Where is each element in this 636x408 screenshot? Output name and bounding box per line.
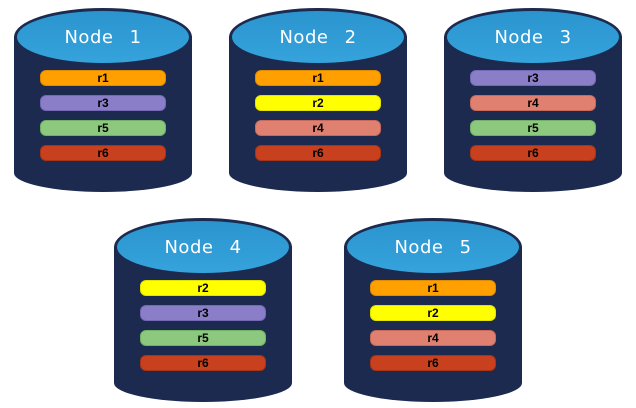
replica-bar: r5: [40, 120, 166, 136]
replica-stack: r1 r3 r5 r6: [40, 70, 166, 161]
cylinder-top: Node 5: [344, 218, 522, 276]
replica-bar: r3: [470, 70, 596, 86]
replica-label: r2: [197, 281, 209, 295]
replica-bar: r1: [40, 70, 166, 86]
replica-label: r5: [97, 121, 109, 135]
replica-label: r5: [197, 331, 209, 345]
replica-bar: r1: [370, 280, 496, 296]
replica-bar: r5: [140, 330, 266, 346]
replica-bar: r1: [255, 70, 381, 86]
replica-bar: r6: [255, 145, 381, 161]
node-label: Node 4: [164, 236, 242, 258]
node-row-top: Node 1 r1 r3 r5 r6 Node 2 r1 r2 r4 r6 Node 3 r…: [0, 0, 636, 192]
replica-label: r1: [312, 71, 324, 85]
cylinder-top: Node 3: [444, 8, 622, 66]
node-label: Node 5: [394, 236, 472, 258]
replica-stack: r1 r2 r4 r6: [255, 70, 381, 161]
replica-stack: r1 r2 r4 r6: [370, 280, 496, 371]
replica-bar: r6: [370, 355, 496, 371]
replica-bar: r4: [370, 330, 496, 346]
replica-bar: r3: [40, 95, 166, 111]
cylinder-top: Node 4: [114, 218, 292, 276]
replica-label: r3: [527, 71, 539, 85]
replica-bar: r6: [470, 145, 596, 161]
replica-bar: r2: [255, 95, 381, 111]
replica-label: r3: [197, 306, 209, 320]
replica-stack: r3 r4 r5 r6: [470, 70, 596, 161]
replica-bar: r4: [255, 120, 381, 136]
replica-bar: r3: [140, 305, 266, 321]
replica-bar: r4: [470, 95, 596, 111]
cylinder-top: Node 1: [14, 8, 192, 66]
node-cylinder: Node 2 r1 r2 r4 r6: [229, 8, 407, 192]
replica-label: r6: [312, 146, 324, 160]
replica-label: r6: [197, 356, 209, 370]
replica-bar: r6: [140, 355, 266, 371]
node-row-bottom: Node 4 r2 r3 r5 r6 Node 5 r1 r2 r4 r6: [0, 218, 636, 402]
replica-bar: r6: [40, 145, 166, 161]
replica-label: r4: [427, 331, 439, 345]
replica-label: r6: [427, 356, 439, 370]
node-label: Node 3: [494, 26, 572, 48]
replica-label: r1: [97, 71, 109, 85]
replica-label: r1: [427, 281, 439, 295]
replica-label: r6: [97, 146, 109, 160]
node-cylinder: Node 5 r1 r2 r4 r6: [344, 218, 522, 402]
replica-stack: r2 r3 r5 r6: [140, 280, 266, 371]
replica-label: r4: [312, 121, 324, 135]
node-label: Node 1: [64, 26, 142, 48]
replica-label: r4: [527, 96, 539, 110]
node-cylinder: Node 4 r2 r3 r5 r6: [114, 218, 292, 402]
replica-label: r2: [427, 306, 439, 320]
node-label: Node 2: [279, 26, 357, 48]
replica-label: r5: [527, 121, 539, 135]
replica-bar: r2: [370, 305, 496, 321]
node-cylinder: Node 3 r3 r4 r5 r6: [444, 8, 622, 192]
cylinder-top: Node 2: [229, 8, 407, 66]
replica-label: r2: [312, 96, 324, 110]
node-cylinder: Node 1 r1 r3 r5 r6: [14, 8, 192, 192]
replica-label: r6: [527, 146, 539, 160]
replica-bar: r2: [140, 280, 266, 296]
replica-bar: r5: [470, 120, 596, 136]
replica-label: r3: [97, 96, 109, 110]
